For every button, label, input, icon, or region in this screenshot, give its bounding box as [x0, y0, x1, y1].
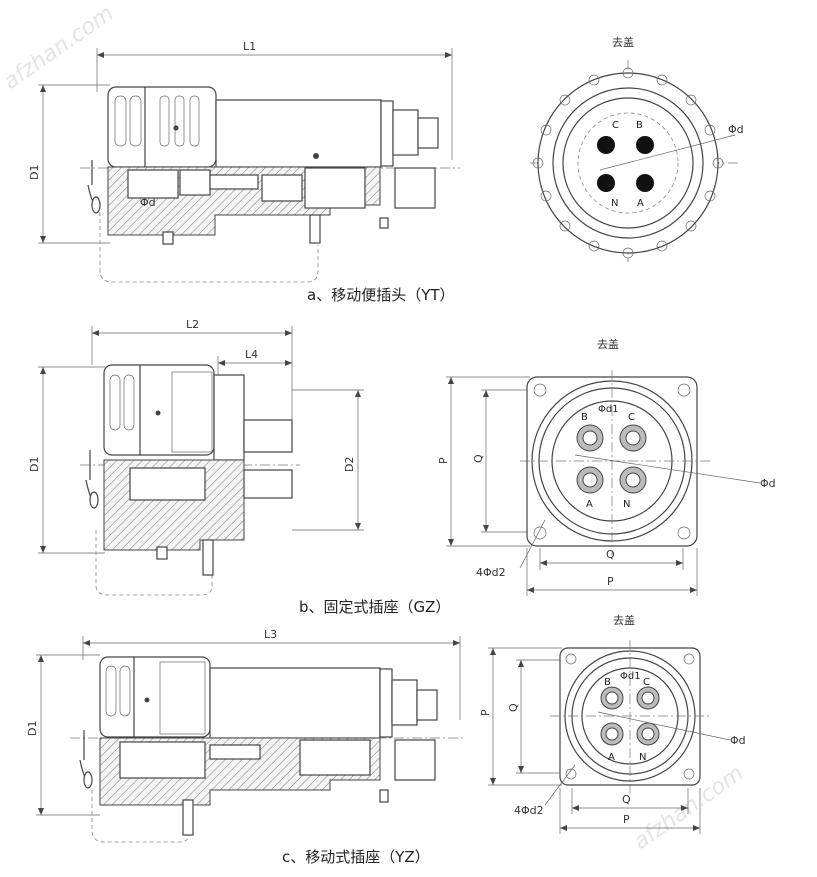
dim-q-vertical-b: Q: [472, 454, 485, 463]
view-a-face: 去盖 C B N A Φd: [530, 35, 744, 262]
dim-pin-a: Φd: [140, 196, 156, 209]
pin-c-a: C: [612, 120, 619, 131]
caption-b: b、固定式插座（GZ）: [299, 598, 450, 616]
dim-p-vertical-c: P: [479, 709, 492, 716]
dim-p-vertical-b: P: [437, 457, 450, 464]
pin-b-a: B: [636, 120, 643, 131]
dim-l2: L2: [186, 318, 199, 331]
dim-pin-face-c: Φd: [730, 734, 746, 747]
dim-l4: L4: [245, 348, 258, 361]
dim-pin-small-c: Φd1: [620, 671, 641, 682]
view-c-face-title: 去盖: [613, 613, 635, 627]
caption-a: a、移动便插头（YT）: [307, 286, 455, 304]
pin-n-b: N: [623, 499, 630, 510]
view-c-side: L3 D1 D3: [26, 628, 465, 843]
dim-holes-c: 4Φd2: [514, 804, 544, 817]
dim-p-horizontal-b: P: [607, 575, 614, 588]
watermark-top-left: afzhan.com: [0, 1, 118, 95]
dim-q-horizontal-b: Q: [606, 548, 615, 561]
dim-p-horizontal-c: P: [623, 813, 630, 826]
pin-n-a: N: [611, 198, 618, 209]
pin-n-c: N: [639, 752, 646, 763]
dim-q-horizontal-c: Q: [622, 793, 631, 806]
dim-pin-small-b: Φd1: [598, 404, 619, 415]
dim-pin-face-b: Φd: [760, 477, 776, 490]
caption-c: c、移动式插座（YZ）: [282, 848, 430, 866]
view-c-face: 去盖 P Q Q P: [479, 613, 746, 834]
pin-c-c: C: [643, 677, 650, 688]
dim-d1-b: D1: [28, 457, 41, 472]
dim-d1: D1: [28, 165, 41, 180]
dim-d1-c: D1: [26, 721, 39, 736]
pin-c-b: C: [628, 412, 635, 423]
view-a-face-title: 去盖: [612, 35, 634, 49]
pin-a-a: A: [637, 198, 644, 209]
pin-b-c: B: [604, 677, 611, 688]
view-b-face-title: 去盖: [597, 337, 619, 351]
pin-b-b: B: [581, 412, 588, 423]
view-b-side: L2 L4 D1 D2: [28, 318, 364, 596]
pin-a-b: A: [586, 499, 593, 510]
dim-l3: L3: [264, 628, 277, 641]
view-a-side: L1 D1: [28, 40, 460, 283]
dim-q-vertical-c: Q: [507, 703, 520, 712]
dim-holes-b: 4Φd2: [476, 566, 506, 579]
dim-d2: D2: [343, 457, 356, 472]
dim-l1: L1: [243, 40, 256, 53]
dim-pin-face-a: Φd: [728, 123, 744, 136]
pin-a-c: A: [608, 752, 615, 763]
view-b-face: 去盖 P Q Q P: [437, 337, 776, 596]
